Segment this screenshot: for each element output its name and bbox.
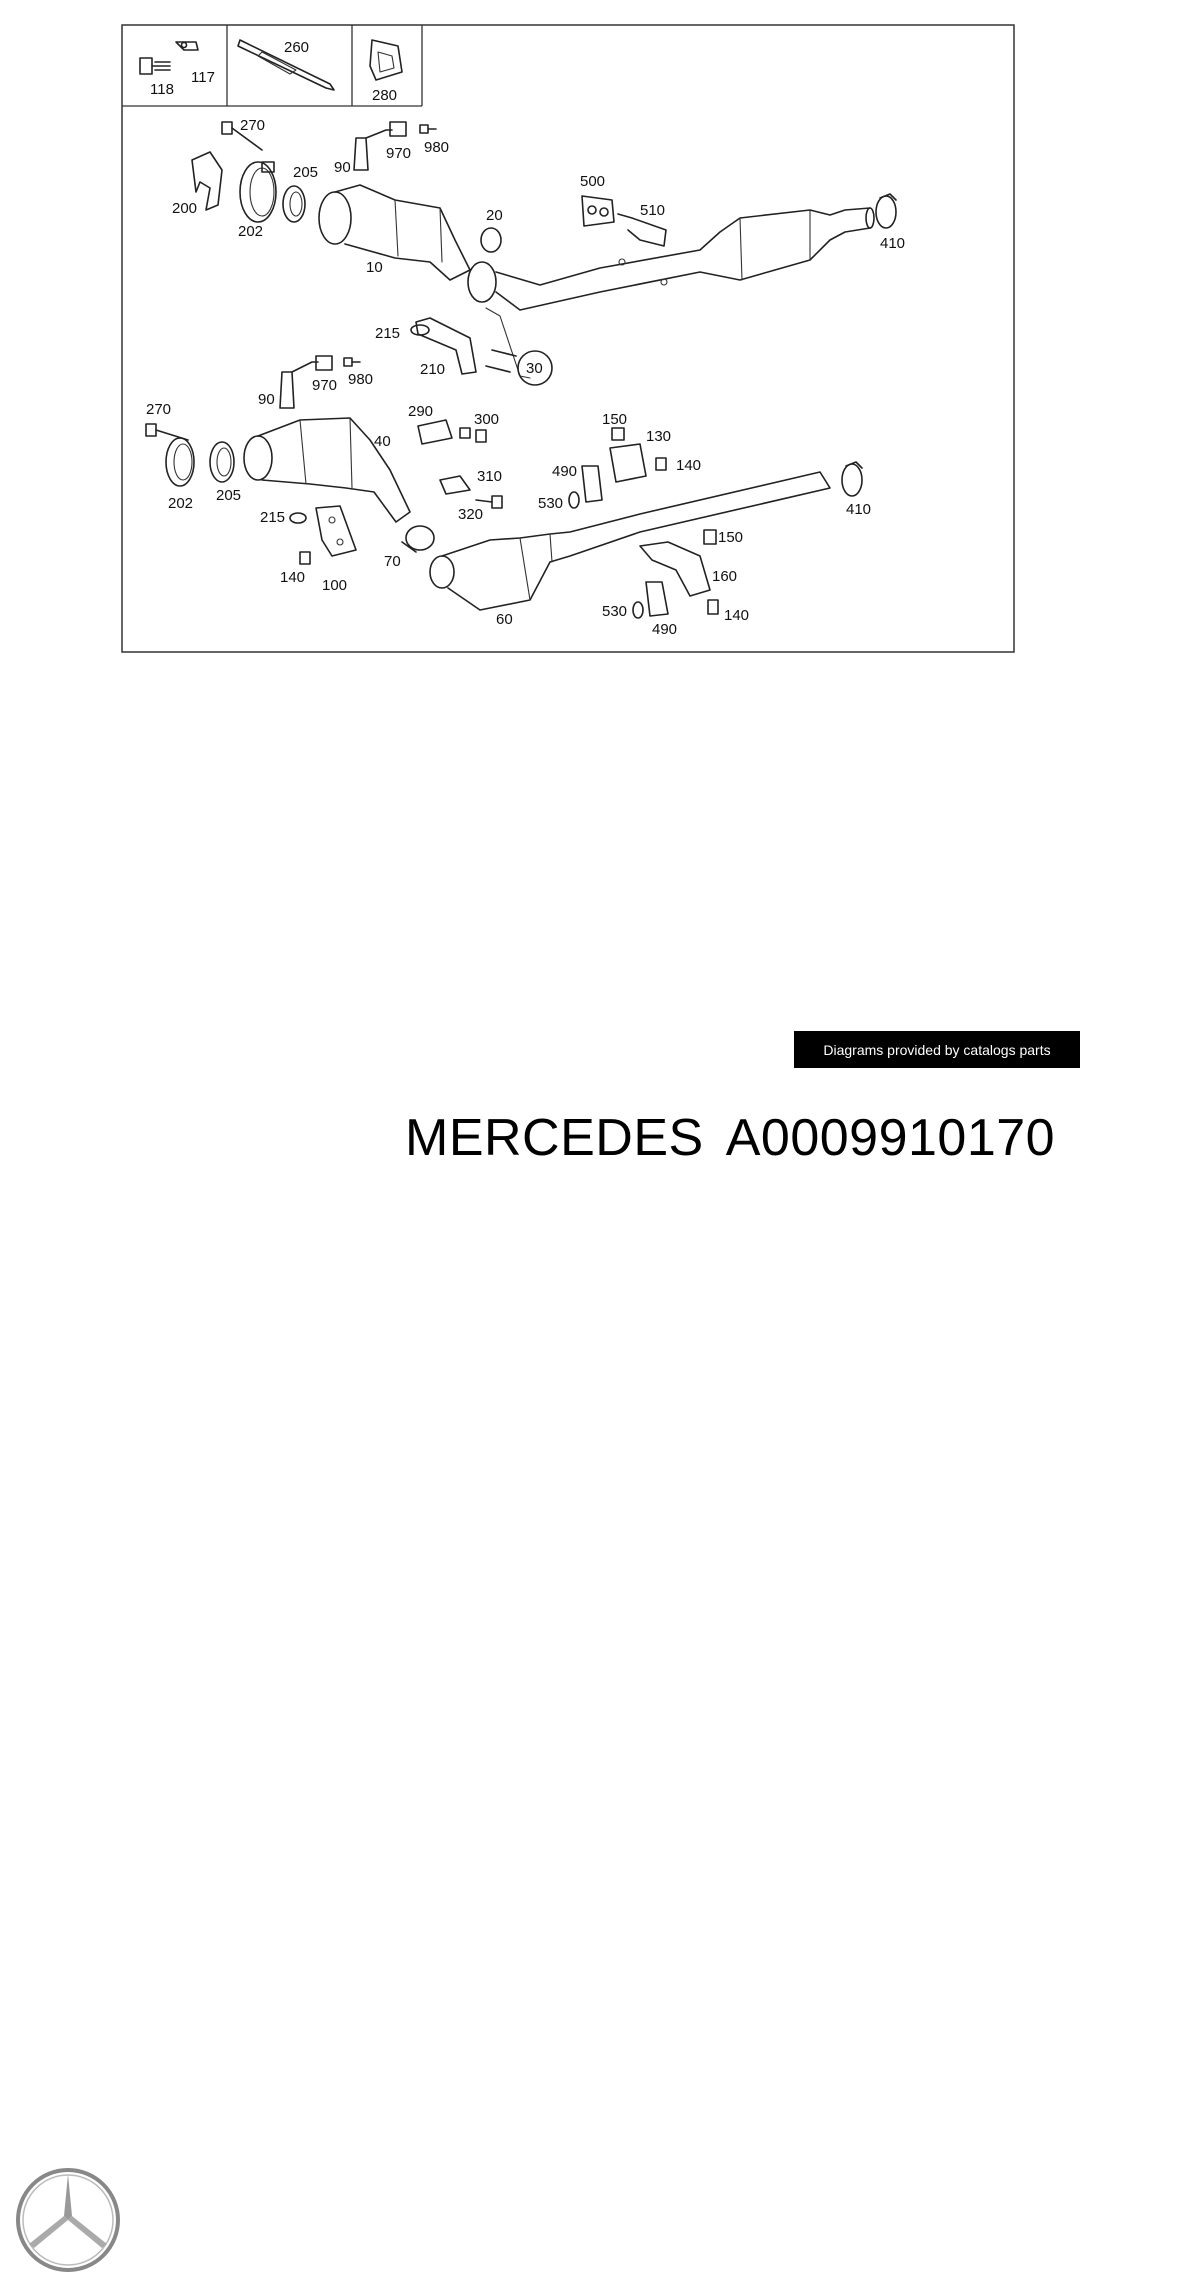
callout-200: 200 xyxy=(172,200,197,217)
callout-210: 210 xyxy=(420,361,445,378)
hanger-490-upper-drawing xyxy=(581,465,603,503)
callout-130: 130 xyxy=(646,428,671,445)
sensor-90-lower-drawing xyxy=(279,355,361,409)
callout-205-upper: 205 xyxy=(293,164,318,181)
callout-30: 30 xyxy=(526,360,543,377)
callout-70: 70 xyxy=(384,553,401,570)
callout-280: 280 xyxy=(372,87,397,104)
callout-215-lower: 215 xyxy=(260,509,285,526)
callout-150-upper: 150 xyxy=(602,411,627,428)
callout-160: 160 xyxy=(712,568,737,585)
washer-530-lower-drawing xyxy=(632,601,644,619)
callout-310: 310 xyxy=(477,468,502,485)
rear-muffler-60-drawing xyxy=(429,471,831,611)
clip-117-drawing xyxy=(175,41,199,51)
exhaust-parts-diagram: 118 117 260 280 270 90 970 980 200 202 2… xyxy=(121,24,1015,653)
callout-530-lower: 530 xyxy=(602,603,627,620)
callout-410-upper: 410 xyxy=(880,235,905,252)
bracket-510-drawing xyxy=(617,213,667,247)
bolt-140-lower-left-drawing xyxy=(299,551,311,565)
product-title: MERCEDES A0009910170 xyxy=(405,1108,1077,1168)
top-inset-boxes xyxy=(122,25,423,107)
washer-215-upper-drawing xyxy=(410,324,430,336)
bolts-30-drawing xyxy=(485,349,553,386)
callout-10: 10 xyxy=(366,259,383,276)
callout-260: 260 xyxy=(284,39,309,56)
callout-40: 40 xyxy=(374,433,391,450)
callout-20: 20 xyxy=(486,207,503,224)
callout-90-lower: 90 xyxy=(258,391,275,408)
diagram-frame xyxy=(121,24,1015,653)
callout-530-upper: 530 xyxy=(538,495,563,512)
callout-202-lower: 202 xyxy=(168,495,193,512)
callout-90-upper: 90 xyxy=(334,159,351,176)
diagram-credit-badge: Diagrams provided by catalogs parts xyxy=(794,1031,1080,1068)
callout-300: 300 xyxy=(474,411,499,428)
particulate-filter-40-drawing xyxy=(243,417,411,523)
callout-980-lower: 980 xyxy=(348,371,373,388)
clamp-410-upper-drawing xyxy=(875,193,897,229)
bolt-320-drawing xyxy=(475,495,503,509)
fasteners-150-lower-drawing xyxy=(703,529,717,545)
bracket-130-drawing xyxy=(609,443,647,483)
callout-140-upper: 140 xyxy=(676,457,701,474)
washer-215-lower-drawing xyxy=(289,512,307,524)
hanger-500-drawing xyxy=(581,195,615,227)
callout-270-lower: 270 xyxy=(146,401,171,418)
sensor-290-drawing xyxy=(417,419,471,445)
clamp-70-drawing xyxy=(401,525,435,553)
callout-410-lower: 410 xyxy=(846,501,871,518)
clamp-202-lower-drawing xyxy=(165,437,195,487)
callout-118: 118 xyxy=(150,81,174,98)
callout-60: 60 xyxy=(496,611,513,628)
bolt-300-drawing xyxy=(475,429,487,443)
callout-510: 510 xyxy=(640,202,665,219)
bolt-270-upper-drawing xyxy=(221,121,263,151)
bracket-210-drawing xyxy=(415,307,531,379)
callout-150-lower: 150 xyxy=(718,529,743,546)
bracket-160-drawing xyxy=(639,541,711,597)
callout-140-lower-left: 140 xyxy=(280,569,305,586)
callout-290: 290 xyxy=(408,403,433,420)
bolt-140-lower-right-drawing xyxy=(707,599,719,615)
washer-530-upper-drawing xyxy=(568,491,580,509)
callout-490-lower: 490 xyxy=(652,621,677,638)
callout-500: 500 xyxy=(580,173,605,190)
bracket-280-drawing xyxy=(369,39,403,81)
brand-name: MERCEDES xyxy=(405,1109,704,1167)
gasket-205-upper-drawing xyxy=(282,185,306,223)
callout-970-upper: 970 xyxy=(386,145,411,162)
callout-980-upper: 980 xyxy=(424,139,449,156)
sensor-90-upper-drawing xyxy=(353,121,437,171)
callout-117: 117 xyxy=(191,69,215,86)
callout-490-upper: 490 xyxy=(552,463,577,480)
gasket-200-drawing xyxy=(191,151,223,211)
hanger-490-lower-drawing xyxy=(645,581,669,617)
bolt-140-upper-drawing xyxy=(655,457,667,471)
bracket-310-drawing xyxy=(439,475,471,495)
gasket-205-lower-drawing xyxy=(209,441,235,483)
catalytic-converter-10-drawing xyxy=(318,184,471,281)
callout-270-upper: 270 xyxy=(240,117,265,134)
part-number: A0009910170 xyxy=(725,1109,1056,1167)
callout-202-upper: 202 xyxy=(238,223,263,240)
bolt-118-drawing xyxy=(139,57,171,75)
clamp-202-upper-drawing xyxy=(239,161,277,223)
heat-shield-260-drawing xyxy=(237,39,335,91)
callout-205-lower: 205 xyxy=(216,487,241,504)
mercedes-star-logo-icon xyxy=(16,2168,120,2272)
callout-320: 320 xyxy=(458,506,483,523)
front-pipe-drawing xyxy=(467,207,875,311)
callout-100: 100 xyxy=(322,577,347,594)
fasteners-150-upper-drawing xyxy=(611,427,625,441)
ring-20-drawing xyxy=(480,227,502,253)
clamp-410-lower-drawing xyxy=(841,461,863,497)
bracket-100-drawing xyxy=(315,505,357,557)
callout-215-upper: 215 xyxy=(375,325,400,342)
callout-970-lower: 970 xyxy=(312,377,337,394)
callout-140-lower-right: 140 xyxy=(724,607,749,624)
